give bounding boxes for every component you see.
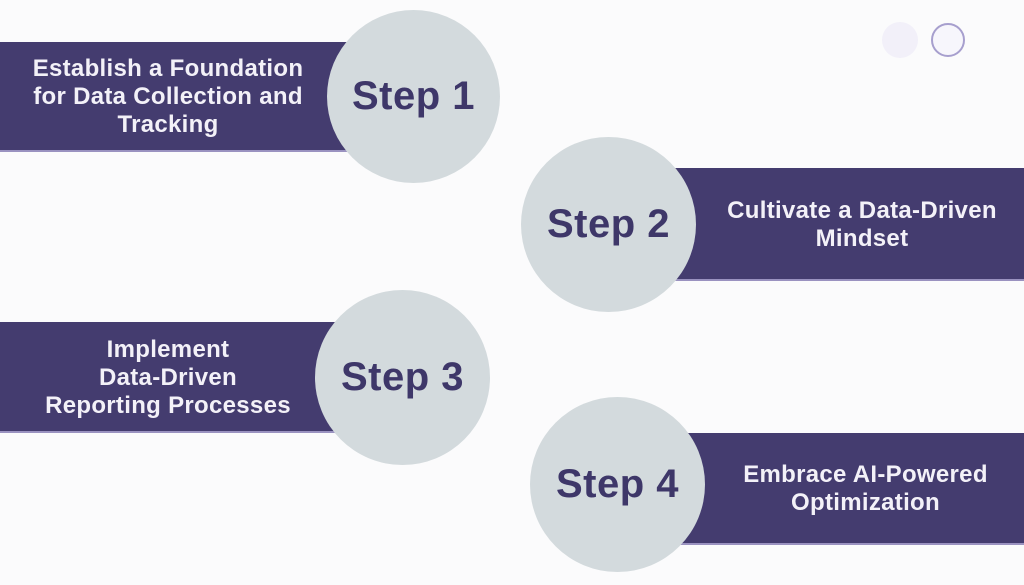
step-3-circle: Step 3 — [315, 290, 490, 465]
step-4-circle: Step 4 — [530, 397, 705, 572]
step-3-title: Implement Data-Driven Reporting Processe… — [0, 322, 336, 433]
step-1-title-line: Tracking — [117, 111, 219, 138]
step-1-label: Step 1 — [351, 74, 476, 118]
step-4-title-line: Embrace AI-Powered — [743, 461, 988, 488]
step-2-circle: Step 2 — [521, 137, 696, 312]
step-1-title: Establish a Foundation for Data Collecti… — [0, 42, 336, 152]
step-4-title: Embrace AI-Powered Optimization — [707, 433, 1024, 545]
step-2-title-line: Cultivate a Data-Driven — [727, 196, 997, 224]
step-1-title-line: Establish a Foundation — [32, 55, 304, 82]
step-4-label: Step 4 — [555, 462, 680, 506]
step-3-label: Step 3 — [340, 355, 465, 399]
step-2-label: Step 2 — [546, 202, 671, 246]
step-2-title-line: Mindset — [815, 224, 909, 252]
step-1-title-line: for Data Collection and — [33, 83, 303, 110]
carousel-dot-outlined[interactable] — [931, 23, 965, 57]
step-3-title-line: Reporting Processes — [45, 391, 291, 419]
step-1-circle: Step 1 — [327, 10, 500, 183]
step-3-title-line: Implement — [106, 335, 230, 363]
carousel-dot-filled[interactable] — [882, 22, 918, 58]
step-3-title-line: Data-Driven — [98, 363, 237, 391]
step-2-title: Cultivate a Data-Driven Mindset — [700, 168, 1024, 281]
step-4-title-line: Optimization — [791, 489, 940, 516]
